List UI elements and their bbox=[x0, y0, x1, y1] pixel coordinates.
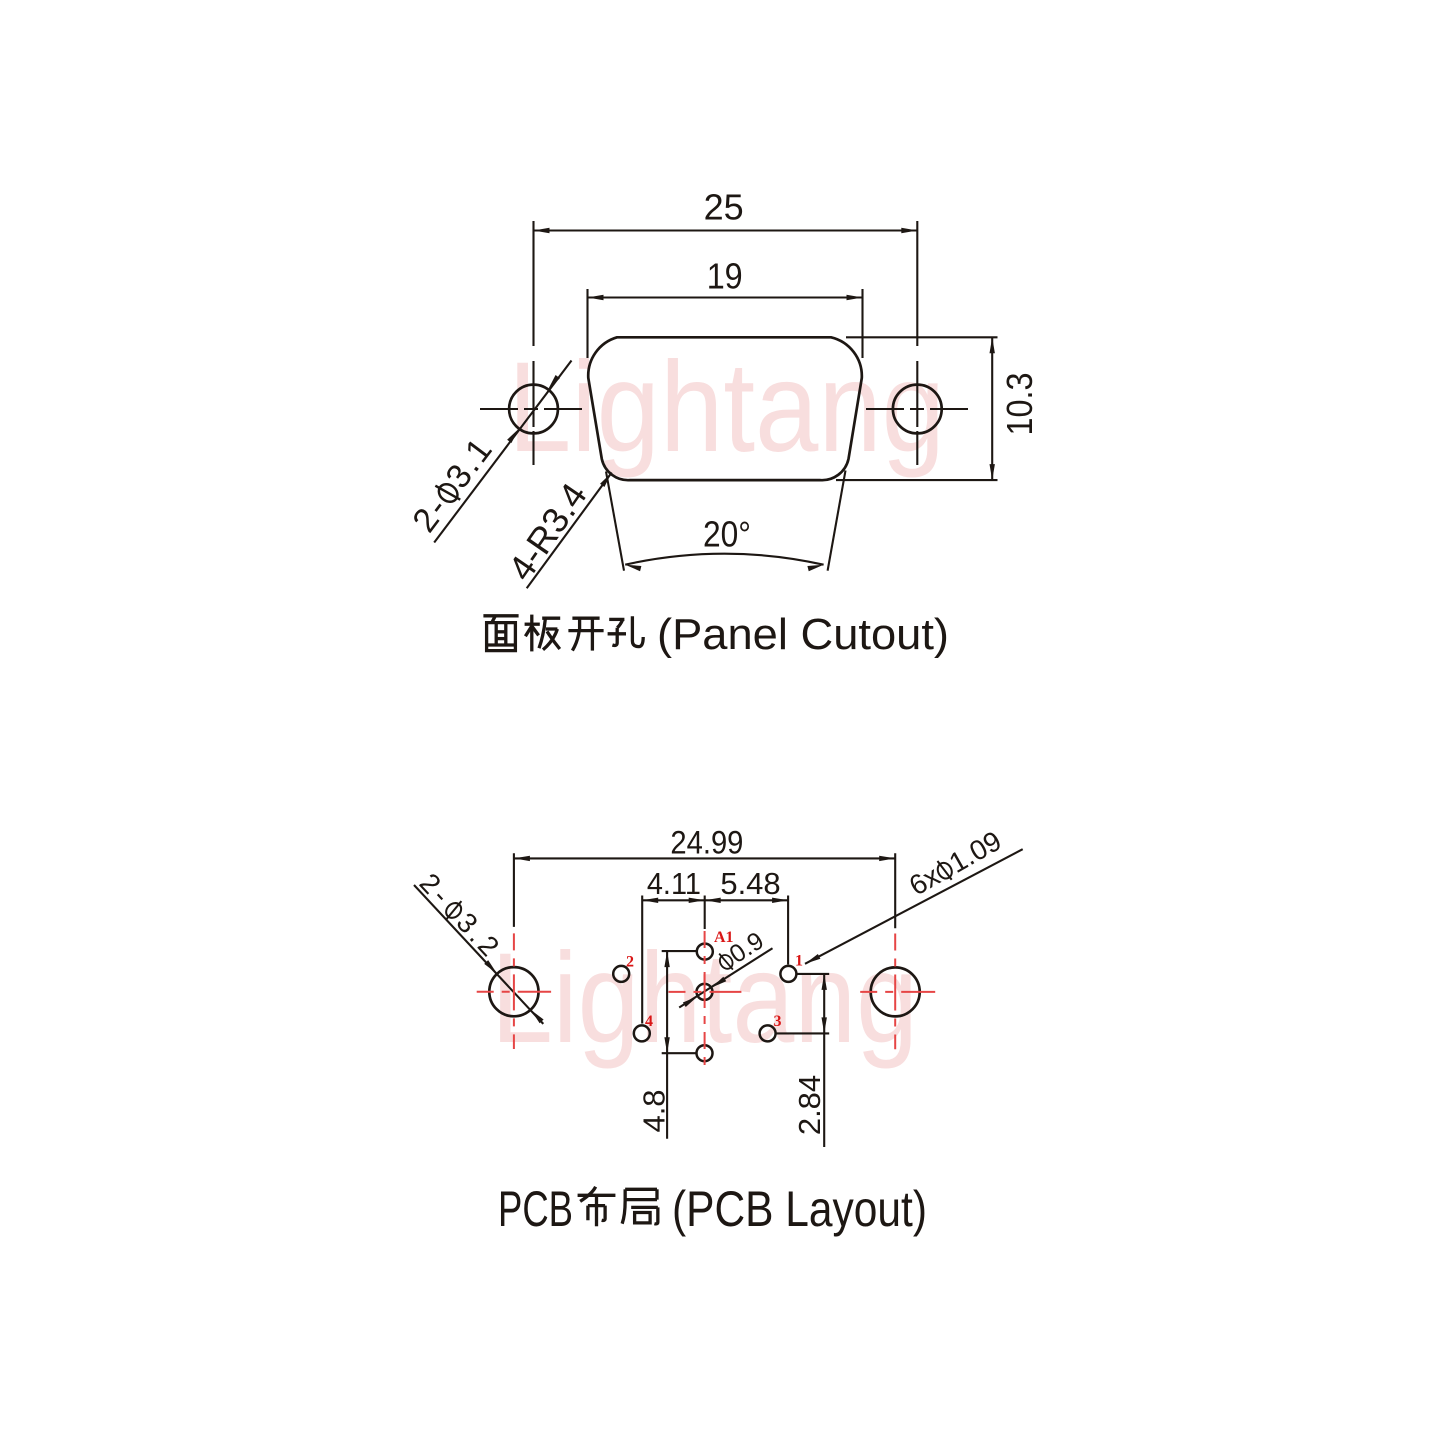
svg-text:4.11: 4.11 bbox=[647, 866, 701, 901]
svg-text:4: 4 bbox=[645, 1013, 653, 1030]
svg-text:Lightang: Lightang bbox=[508, 336, 945, 479]
svg-text:24.99: 24.99 bbox=[670, 825, 743, 861]
svg-text:2.84: 2.84 bbox=[792, 1075, 827, 1135]
svg-text:20°: 20° bbox=[703, 514, 751, 555]
svg-text:2: 2 bbox=[626, 954, 634, 971]
svg-text:1: 1 bbox=[795, 953, 803, 970]
svg-text:5.48: 5.48 bbox=[720, 866, 780, 901]
svg-text:3: 3 bbox=[774, 1013, 782, 1030]
svg-text:4.8: 4.8 bbox=[637, 1089, 672, 1132]
svg-text:10.3: 10.3 bbox=[999, 373, 1040, 436]
svg-text:PCB: PCB bbox=[498, 1181, 573, 1237]
svg-text:(PCB Layout): (PCB Layout) bbox=[672, 1181, 927, 1237]
svg-text:(Panel Cutout): (Panel Cutout) bbox=[657, 610, 949, 659]
svg-text:25: 25 bbox=[704, 186, 744, 227]
svg-text:19: 19 bbox=[707, 255, 743, 296]
svg-text:A1: A1 bbox=[714, 929, 734, 946]
